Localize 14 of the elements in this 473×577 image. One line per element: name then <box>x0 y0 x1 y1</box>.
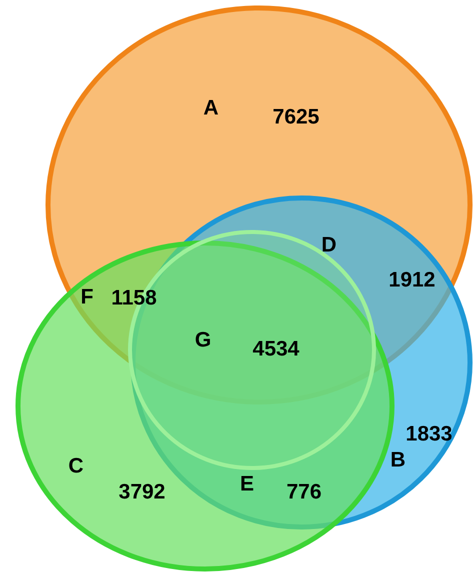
region-label: 776 <box>286 482 322 502</box>
set-label: A <box>203 98 219 118</box>
region-label: G <box>194 330 212 350</box>
region-label: 1158 <box>111 288 157 308</box>
region-label: 4534 <box>252 338 300 360</box>
set-label: C <box>68 456 84 476</box>
region-label: F <box>80 286 94 308</box>
region-label: E <box>240 474 254 494</box>
region-label: 1833 <box>406 424 452 444</box>
region-label: 1912 <box>388 270 436 290</box>
region-label: 7625 <box>272 106 320 128</box>
set-label: B <box>390 450 406 470</box>
region-label: D <box>321 234 337 256</box>
region-label: 3792 <box>118 482 166 502</box>
